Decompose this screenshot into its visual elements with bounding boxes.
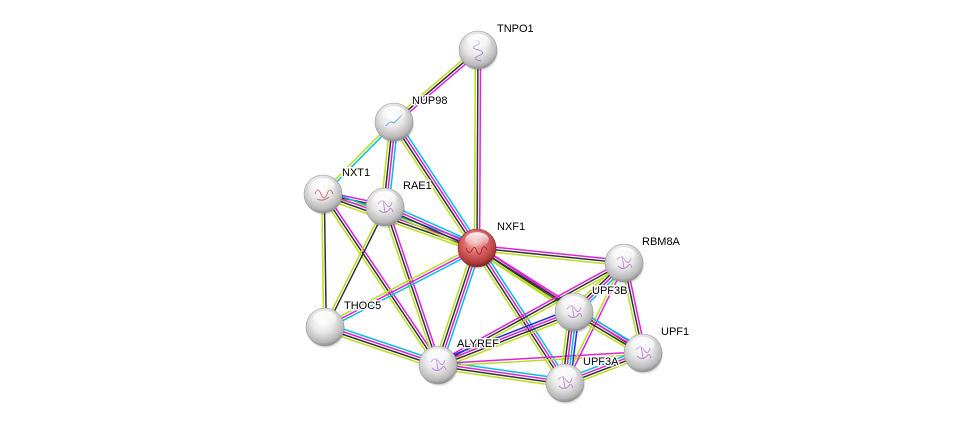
- edge-line-curated_db: [396, 119, 481, 247]
- node-highlight: [313, 311, 337, 326]
- node-highlight: [631, 337, 655, 352]
- edge-rae1-thoc5[interactable]: [323, 206, 387, 328]
- node-label: UPF3A: [583, 356, 619, 368]
- edge-line-coexpression: [438, 312, 575, 367]
- edge-alyref-upf3a[interactable]: [437, 360, 566, 388]
- query-structure-icon: [465, 246, 488, 255]
- node-highlight: [562, 296, 586, 311]
- edge-line-experimental: [438, 362, 566, 383]
- edge-line-curated_db: [440, 248, 482, 367]
- node-label: UPF3B: [592, 285, 627, 297]
- node-highlight: [382, 106, 406, 121]
- node-upf3a[interactable]: UPF3A: [545, 355, 621, 404]
- edge-line-coexpression: [323, 193, 328, 327]
- node-highlight: [553, 367, 577, 382]
- edge-line-curated_db: [438, 360, 566, 380]
- edge-line-textmining: [433, 246, 475, 365]
- node-highlight: [466, 34, 490, 49]
- node-highlight: [612, 247, 636, 262]
- edge-line-experimental: [478, 50, 482, 249]
- node-label: RAE1: [403, 180, 432, 192]
- edge-nxt1-thoc5[interactable]: [320, 193, 328, 328]
- node-highlight: [373, 191, 397, 206]
- node-highlight: [465, 232, 489, 247]
- edge-line-coexpression: [384, 206, 439, 366]
- node-rae1[interactable]: RAE1: [365, 179, 433, 228]
- node-label: RBM8A: [642, 236, 681, 248]
- edge-line-experimental: [386, 205, 442, 365]
- edge-nup98-nxf1[interactable]: [390, 119, 481, 251]
- node-rbm8a[interactable]: RBM8A: [604, 235, 682, 284]
- edge-line-curated_db: [326, 322, 440, 363]
- edge-line-coexpression: [437, 365, 565, 386]
- edge-line-textmining: [323, 206, 385, 327]
- edge-line-experimental: [436, 260, 624, 364]
- node-highlight: [426, 349, 450, 364]
- edge-line-textmining: [437, 368, 565, 388]
- node-alyref[interactable]: ALYREF: [418, 337, 501, 386]
- edge-nxt1-alyref[interactable]: [320, 192, 441, 367]
- node-upf1[interactable]: UPF1: [623, 325, 691, 374]
- edge-nxf1-thoc5[interactable]: [323, 245, 479, 330]
- edge-line-experimental: [438, 248, 479, 366]
- node-upf3b[interactable]: UPF3B: [554, 284, 629, 333]
- node-label: NXF1: [497, 221, 525, 233]
- edge-line-coexpression: [324, 327, 438, 367]
- edge-line-textmining: [320, 195, 437, 367]
- edge-thoc5-alyref[interactable]: [323, 322, 440, 370]
- node-label: THOC5: [344, 300, 381, 312]
- node-highlight: [311, 178, 335, 193]
- edge-line-coexpression: [436, 247, 477, 365]
- edge-line-textmining: [476, 249, 624, 267]
- node-nxt1[interactable]: NXT1: [303, 166, 372, 215]
- edge-line-homology: [436, 307, 573, 363]
- edge-nxf1-alyref[interactable]: [433, 246, 482, 367]
- edge-tnpo1-nxf1[interactable]: [473, 49, 482, 249]
- edge-line-coexpression: [476, 49, 479, 249]
- edge-line-experimental: [324, 192, 441, 364]
- node-nxf1[interactable]: NXF1: [457, 220, 527, 269]
- edge-line-coexpression: [392, 122, 477, 250]
- edge-nxf1-rbm8a[interactable]: [476, 244, 625, 267]
- edge-line-coexpression: [476, 247, 625, 264]
- edge-line-experimental: [324, 247, 478, 328]
- edge-line-textmining: [320, 194, 325, 328]
- edge-line-coexpression: [325, 207, 387, 328]
- node-nup98[interactable]: NUP98: [374, 94, 449, 143]
- edge-line-experimental: [477, 244, 625, 262]
- edge-line-experimental: [325, 325, 439, 365]
- node-label: ALYREF: [457, 338, 499, 350]
- edge-line-curated_db: [479, 245, 569, 382]
- node-label: NUP98: [412, 95, 447, 107]
- edge-line-textmining: [473, 49, 477, 248]
- edge-line-textmining: [438, 353, 644, 368]
- edge-line-coexpression: [475, 248, 565, 385]
- edge-line-textmining: [390, 123, 475, 251]
- edge-line-coexpression: [322, 193, 439, 366]
- edge-line-textmining: [321, 196, 476, 253]
- node-tnpo1[interactable]: TNPO1: [458, 22, 535, 71]
- edge-line-textmining: [439, 314, 576, 370]
- edge-line-experimental: [437, 310, 574, 365]
- edge-line-experimental: [394, 120, 479, 248]
- edge-line-experimental: [437, 350, 643, 365]
- node-label: TNPO1: [497, 23, 534, 35]
- node-thoc5[interactable]: THOC5: [305, 299, 383, 348]
- edge-alyref-upf3b[interactable]: [436, 307, 576, 370]
- node-label: NXT1: [342, 167, 370, 179]
- edge-line-curated_db: [325, 249, 479, 330]
- edge-alyref-upf1[interactable]: [437, 350, 644, 368]
- edge-line-textmining: [323, 245, 477, 326]
- node-label: UPF1: [661, 326, 689, 338]
- edge-line-textmining: [323, 329, 437, 370]
